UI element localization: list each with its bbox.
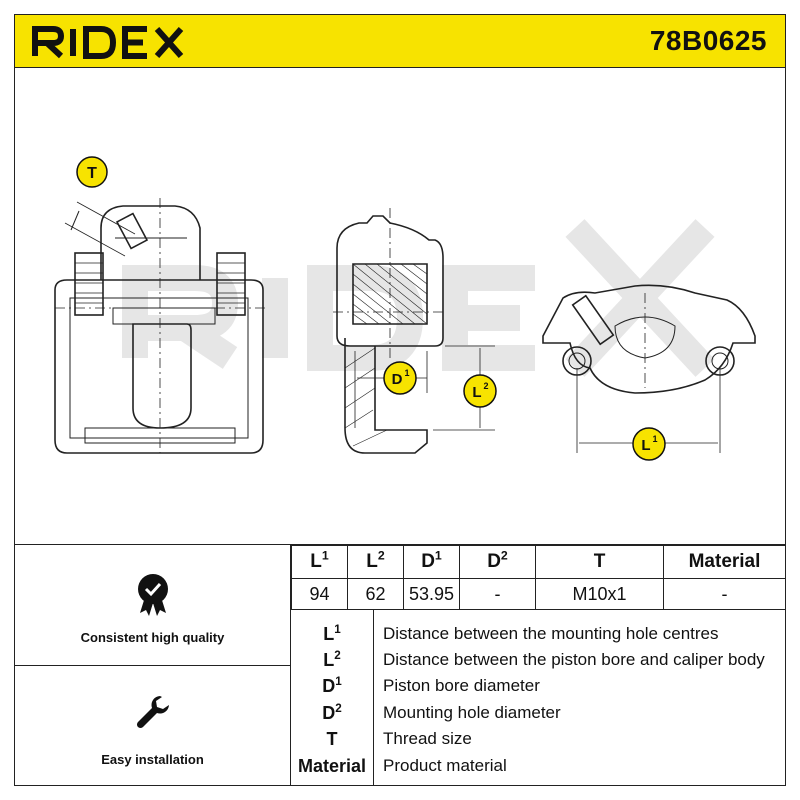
bore-diameter-marker: D 1 [383, 361, 417, 395]
mounting-centres-marker: L 1 [632, 427, 666, 461]
bore-diameter-label: D [392, 371, 403, 388]
legend-desc: Product material [383, 756, 507, 775]
legend-desc: Mounting hole diameter [383, 703, 561, 722]
legend-row-t: T Thread size [291, 726, 785, 752]
spec-value-t: M10x1 [535, 578, 664, 610]
part-number: 78B0625 [649, 25, 767, 56]
legend-row-l2: L2 Distance between the piston bore and … [291, 647, 785, 673]
spec-header-d2: D2 [459, 545, 536, 579]
feature-installation-label: Easy installation [101, 752, 204, 767]
thread-label: T [87, 165, 97, 182]
legend-row-l1: L1 Distance between the mounting hole ce… [291, 621, 785, 647]
info-section: Consistent high quality Easy installatio… [15, 544, 786, 786]
legend-desc: Thread size [383, 729, 472, 748]
spec-value-l2: 62 [347, 578, 404, 610]
spec-header-t: T [535, 545, 664, 579]
piston-body-label: L [472, 384, 481, 401]
legend-row-d2: D2 Mounting hole diameter [291, 700, 785, 726]
specs-table: L1 L2 D1 D2 T Material 94 62 53.95 - M10… [291, 545, 786, 610]
caliper-front-view [54, 198, 265, 454]
legend-desc: Piston bore diameter [383, 676, 540, 695]
technical-drawing: T D 1 [15, 68, 785, 544]
piston-body-marker: L 2 [463, 374, 497, 408]
piston-body-label-sup: 2 [483, 381, 488, 391]
caliper-section-view [333, 208, 495, 454]
spec-value-material: - [663, 578, 786, 610]
legend-desc: Distance between the piston bore and cal… [383, 650, 765, 669]
ridex-logo [29, 23, 209, 59]
ridex-watermark [122, 219, 715, 377]
spec-value-l1: 94 [291, 578, 348, 610]
bore-diameter-label-sup: 1 [404, 368, 409, 378]
spec-header-material: Material [663, 545, 786, 579]
legend-row-d1: D1 Piston bore diameter [291, 673, 785, 699]
product-sheet: 78B0625 [14, 14, 786, 786]
wrench-icon [135, 694, 171, 735]
feature-quality-label: Consistent high quality [80, 630, 225, 645]
spec-legend: L1 Distance between the mounting hole ce… [291, 609, 785, 786]
mounting-centres-label: L [641, 437, 650, 454]
spec-header-l2: L2 [347, 545, 404, 579]
spec-header-d1: D1 [403, 545, 460, 579]
header-bar: 78B0625 [15, 15, 785, 68]
thread-label-marker: T [76, 156, 108, 188]
feature-installation: Easy installation [15, 666, 291, 786]
specs-value-row: 94 62 53.95 - M10x1 - [291, 578, 786, 610]
mounting-centres-label-sup: 1 [652, 434, 657, 444]
feature-quality: Consistent high quality [15, 545, 291, 666]
specs-header-row: L1 L2 D1 D2 T Material [291, 545, 786, 579]
quality-badge-icon [136, 573, 170, 622]
legend-desc: Distance between the mounting hole centr… [383, 624, 719, 643]
legend-row-material: Material Product material [291, 753, 785, 779]
spec-header-l1: L1 [291, 545, 348, 579]
spec-value-d2: - [459, 578, 536, 610]
spec-value-d1: 53.95 [403, 578, 460, 610]
